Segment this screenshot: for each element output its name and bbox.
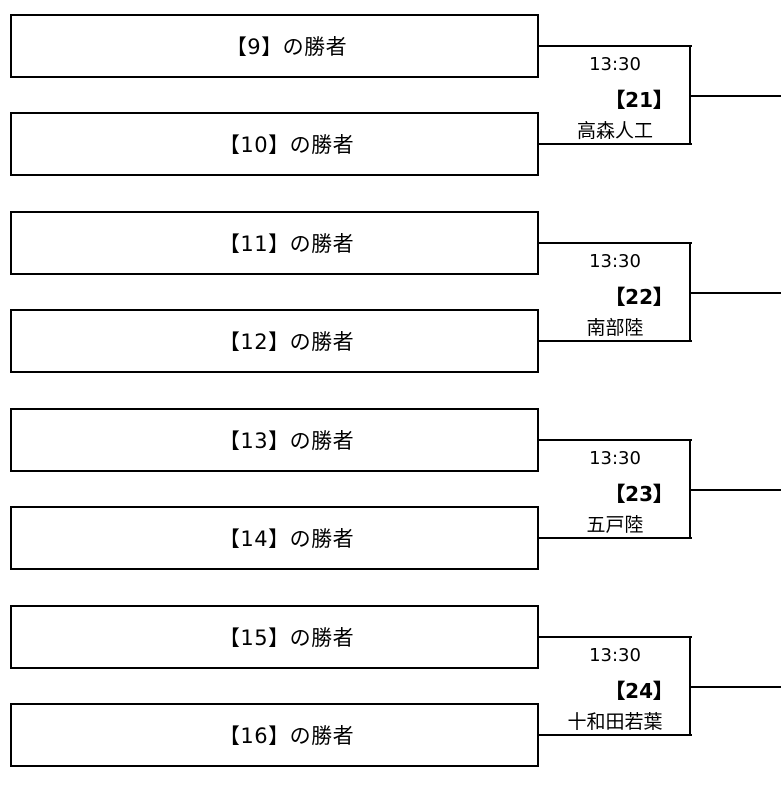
bracket-line-bottom bbox=[539, 537, 692, 539]
team-slot-top: 【9】の勝者 bbox=[10, 14, 539, 78]
match-24: 【15】の勝者 【16】の勝者 13:30 【24】 十和田若葉 bbox=[0, 591, 781, 788]
match-23: 【13】の勝者 【14】の勝者 13:30 【23】 五戸陸 bbox=[0, 394, 781, 591]
bracket-line-advance bbox=[689, 489, 781, 491]
game-venue: 南部陸 bbox=[586, 317, 644, 339]
bracket-line-advance bbox=[689, 292, 781, 294]
match-22: 【11】の勝者 【12】の勝者 13:30 【22】 南部陸 bbox=[0, 197, 781, 394]
team-slot-top: 【11】の勝者 bbox=[10, 211, 539, 275]
game-venue: 高森人工 bbox=[576, 120, 653, 142]
bracket-line-bottom bbox=[539, 143, 692, 145]
game-time: 13:30 bbox=[589, 54, 641, 75]
bracket-line-top bbox=[539, 439, 692, 441]
game-venue: 十和田若葉 bbox=[567, 711, 663, 733]
team-label: 【11】の勝者 bbox=[218, 232, 355, 256]
bracket-line-advance bbox=[689, 686, 781, 688]
team-label: 【10】の勝者 bbox=[218, 133, 355, 157]
team-slot-bottom: 【12】の勝者 bbox=[10, 309, 539, 373]
game-number: 【22】 bbox=[605, 285, 673, 309]
team-label: 【13】の勝者 bbox=[218, 429, 355, 453]
team-slot-top: 【13】の勝者 bbox=[10, 408, 539, 472]
game-number: 【24】 bbox=[605, 679, 673, 703]
bracket-line-advance bbox=[689, 95, 781, 97]
team-label: 【12】の勝者 bbox=[218, 330, 355, 354]
team-label: 【16】の勝者 bbox=[218, 724, 355, 748]
bracket-line-top bbox=[539, 636, 692, 638]
team-label: 【9】の勝者 bbox=[225, 35, 348, 59]
game-time: 13:30 bbox=[589, 251, 641, 272]
game-time: 13:30 bbox=[589, 448, 641, 469]
team-slot-top: 【15】の勝者 bbox=[10, 605, 539, 669]
game-time: 13:30 bbox=[589, 645, 641, 666]
team-label: 【14】の勝者 bbox=[218, 527, 355, 551]
team-slot-bottom: 【14】の勝者 bbox=[10, 506, 539, 570]
bracket-line-top bbox=[539, 45, 692, 47]
bracket-line-bottom bbox=[539, 340, 692, 342]
game-number: 【23】 bbox=[605, 482, 673, 506]
team-slot-bottom: 【16】の勝者 bbox=[10, 703, 539, 767]
game-number: 【21】 bbox=[605, 88, 673, 112]
team-label: 【15】の勝者 bbox=[218, 626, 355, 650]
bracket-line-top bbox=[539, 242, 692, 244]
bracket-line-bottom bbox=[539, 734, 692, 736]
team-slot-bottom: 【10】の勝者 bbox=[10, 112, 539, 176]
game-venue: 五戸陸 bbox=[586, 514, 644, 536]
match-21: 【9】の勝者 【10】の勝者 13:30 【21】 高森人工 bbox=[0, 0, 781, 197]
